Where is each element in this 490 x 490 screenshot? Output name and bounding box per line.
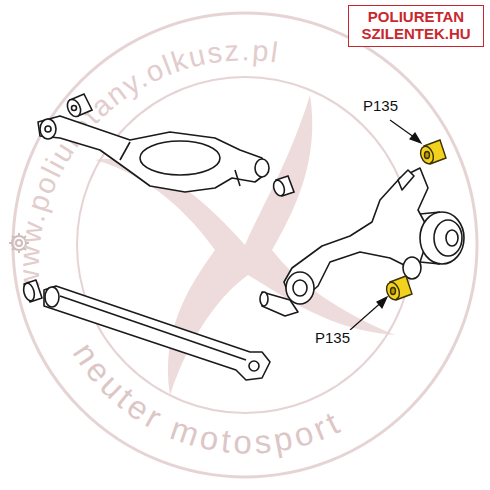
knuckle — [260, 168, 464, 316]
logo-box: POLIURETAN SZILENTEK.HU — [348, 5, 484, 47]
trailing-link — [22, 280, 270, 380]
leader-arrow — [350, 120, 421, 330]
watermark-ring — [13, 13, 477, 477]
bushing — [65, 94, 294, 197]
watermark-text-path: www.poliuretany.olkusz.pl — [12, 34, 281, 292]
watermark-text: www.poliuretany.olkusz.pl — [12, 34, 281, 292]
pu-bushing — [384, 140, 446, 302]
callout-number: P135 — [314, 330, 351, 345]
upper-control-arm — [38, 116, 269, 192]
logo-text: POLIURETAN SZILENTEK.HU — [353, 9, 479, 43]
callout-number: P135 — [362, 98, 399, 113]
